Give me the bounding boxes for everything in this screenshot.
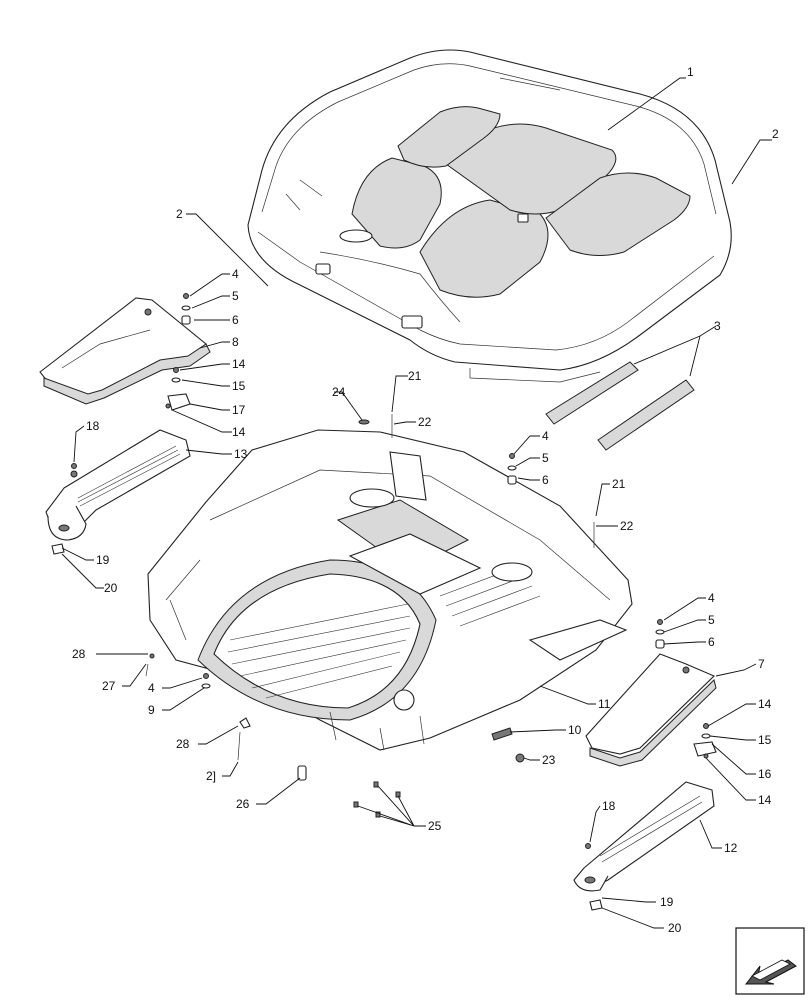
callout-4: 4 <box>542 429 549 443</box>
callout-13: 13 <box>234 447 248 461</box>
callout-27: 27 <box>102 679 116 693</box>
callout-28: 28 <box>176 737 190 751</box>
callout-22: 22 <box>620 519 634 533</box>
left-air-duct-part <box>45 429 191 541</box>
callout-6: 6 <box>708 635 715 649</box>
callout-9: 9 <box>148 703 155 717</box>
callout-17: 17 <box>232 403 246 417</box>
callout-25: 25 <box>428 819 442 833</box>
view-direction-arrow-icon <box>735 927 805 995</box>
callout-21: 21 <box>408 369 422 383</box>
callout-15: 15 <box>758 733 772 747</box>
callout-11: 11 <box>598 697 611 711</box>
callout-15: 15 <box>232 379 246 393</box>
roof-base-frame-part <box>147 429 633 751</box>
roof-cover-part <box>247 49 732 383</box>
callout-10: 10 <box>568 723 582 737</box>
callout-18: 18 <box>86 419 100 433</box>
callout-21: 21 <box>612 477 626 491</box>
callout-labels: 1 2 2 3 4 5 6 8 14 15 17 14 18 13 19 20 … <box>72 65 779 935</box>
callout-6: 6 <box>542 473 549 487</box>
callout-18: 18 <box>602 799 616 813</box>
callout-5: 5 <box>232 289 239 303</box>
callout-2: 2] <box>206 769 216 783</box>
callout-2: 2 <box>176 207 183 221</box>
callout-2: 2 <box>772 127 779 141</box>
callout-14: 14 <box>232 425 246 439</box>
callout-14: 14 <box>232 357 246 371</box>
callout-19: 19 <box>660 895 674 909</box>
seal-strips-part <box>545 361 695 451</box>
callout-24: 24 <box>332 385 346 399</box>
callout-14: 14 <box>758 697 772 711</box>
callout-4: 4 <box>148 681 155 695</box>
callout-4: 4 <box>708 591 715 605</box>
callout-8: 8 <box>232 335 239 349</box>
callout-12: 12 <box>724 841 738 855</box>
callout-5: 5 <box>542 451 549 465</box>
callout-20: 20 <box>668 921 682 935</box>
callout-19: 19 <box>96 553 110 567</box>
callout-14: 14 <box>758 793 772 807</box>
callout-5: 5 <box>708 613 715 627</box>
callout-1: 1 <box>687 65 694 79</box>
callout-16: 16 <box>758 767 772 781</box>
callout-26: 26 <box>236 797 250 811</box>
callout-28: 28 <box>72 647 86 661</box>
callout-23: 23 <box>542 753 556 767</box>
leader-lines <box>61 77 772 929</box>
callout-4: 4 <box>232 267 239 281</box>
callout-20: 20 <box>104 581 118 595</box>
callout-6: 6 <box>232 313 239 327</box>
callout-7: 7 <box>758 657 765 671</box>
right-duct-cover-part <box>585 653 717 767</box>
left-duct-cover-part <box>39 297 211 405</box>
right-air-duct-part <box>573 781 715 892</box>
callout-3: 3 <box>714 319 721 333</box>
callout-22: 22 <box>418 415 432 429</box>
